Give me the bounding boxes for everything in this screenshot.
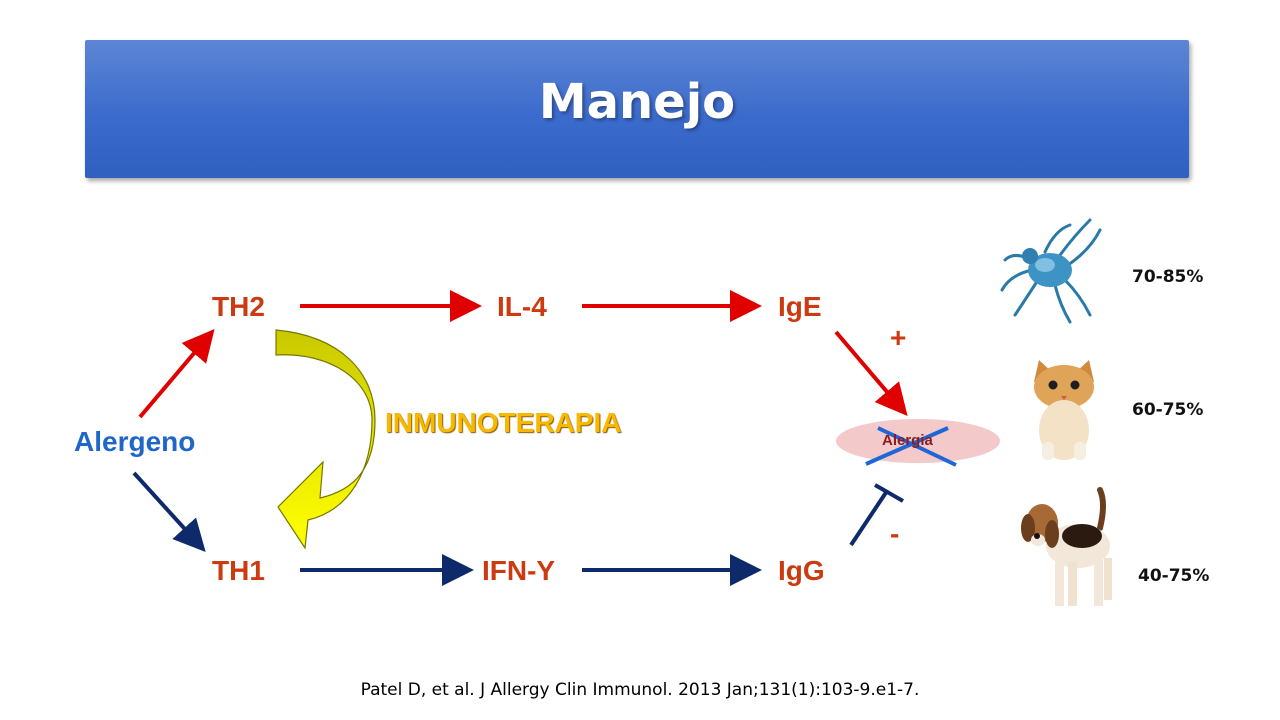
arrow-ige-alergia: [834, 330, 908, 417]
alergia-label: Alergia: [882, 432, 933, 449]
cat-icon: [1034, 360, 1094, 460]
cat-percent: 60-75%: [1132, 400, 1204, 420]
node-alergeno: Alergeno: [74, 426, 196, 457]
cross-out-line-1: [865, 426, 949, 466]
positive-sign: +: [890, 322, 907, 353]
inhibit-bar: [874, 483, 904, 503]
citation: Patel D, et al. J Allergy Clin Immunol. …: [360, 680, 920, 700]
title-banner: Manejo: [85, 40, 1189, 178]
page-title: Manejo: [538, 74, 736, 130]
dog-percent: 40-75%: [1138, 566, 1210, 586]
dust-mite-icon: [1000, 218, 1102, 324]
inmunoterapia-label: INMUNOTERAPIA: [385, 407, 622, 438]
node-ifn: IFN-Y: [482, 555, 556, 586]
immunotherapy-curved-arrow: [275, 329, 376, 550]
cross-out-line-2: [877, 426, 957, 467]
arrow-alergeno-th1: [132, 471, 206, 552]
dog-icon: [1021, 487, 1112, 606]
inhibit-igg-alergia: [849, 489, 889, 547]
negative-sign: -: [890, 518, 900, 549]
mite-percent: 70-85%: [1132, 267, 1204, 287]
node-th2: TH2: [212, 291, 265, 322]
arrow-alergeno-th2: [138, 328, 215, 419]
node-ige: IgE: [778, 291, 822, 322]
node-igg: IgG: [778, 555, 825, 586]
node-il4: IL-4: [497, 291, 547, 322]
node-th1: TH1: [212, 555, 265, 586]
